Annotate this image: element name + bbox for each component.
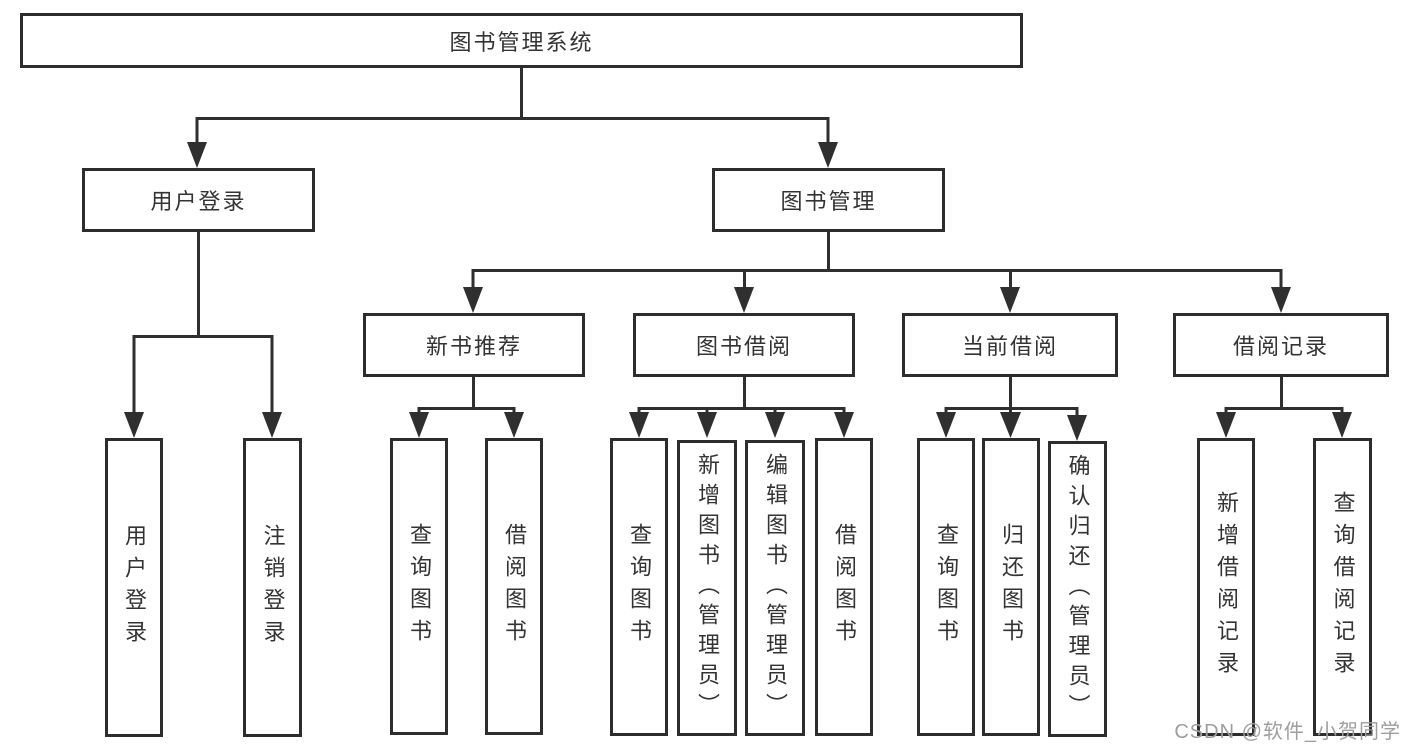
node-user-login: 用户登录 <box>82 168 315 232</box>
leaf-return-books: 归还图书 <box>982 438 1040 736</box>
node-root: 图书管理系统 <box>20 13 1023 68</box>
leaf-borrow-books-borrowing: 借阅图书 <box>815 438 873 736</box>
node-new-book-recommendation: 新书推荐 <box>363 313 585 377</box>
node-borrowing-records: 借阅记录 <box>1173 313 1389 377</box>
leaf-query-books-current: 查询图书 <box>917 438 975 736</box>
leaf-confirm-return-admin: 确认归还（管理员） <box>1048 441 1107 737</box>
leaf-logout: 注销登录 <box>243 438 302 737</box>
leaf-query-books-recommend: 查询图书 <box>390 438 448 735</box>
node-book-management: 图书管理 <box>712 168 945 232</box>
leaf-borrow-books-recommend: 借阅图书 <box>485 438 543 735</box>
leaf-user-login: 用户登录 <box>105 438 163 737</box>
leaf-query-books-borrowing: 查询图书 <box>610 438 668 736</box>
node-current-borrowing: 当前借阅 <box>902 313 1118 377</box>
leaf-add-book-admin: 新增图书（管理员） <box>677 440 737 736</box>
leaf-edit-book-admin: 编辑图书（管理员） <box>745 440 805 736</box>
leaf-query-borrow-record: 查询借阅记录 <box>1313 438 1372 736</box>
node-book-borrowing: 图书借阅 <box>633 313 855 377</box>
leaf-add-borrow-record: 新增借阅记录 <box>1197 438 1255 736</box>
csdn-watermark: CSDN @软件_小贺同学 <box>1174 721 1401 743</box>
